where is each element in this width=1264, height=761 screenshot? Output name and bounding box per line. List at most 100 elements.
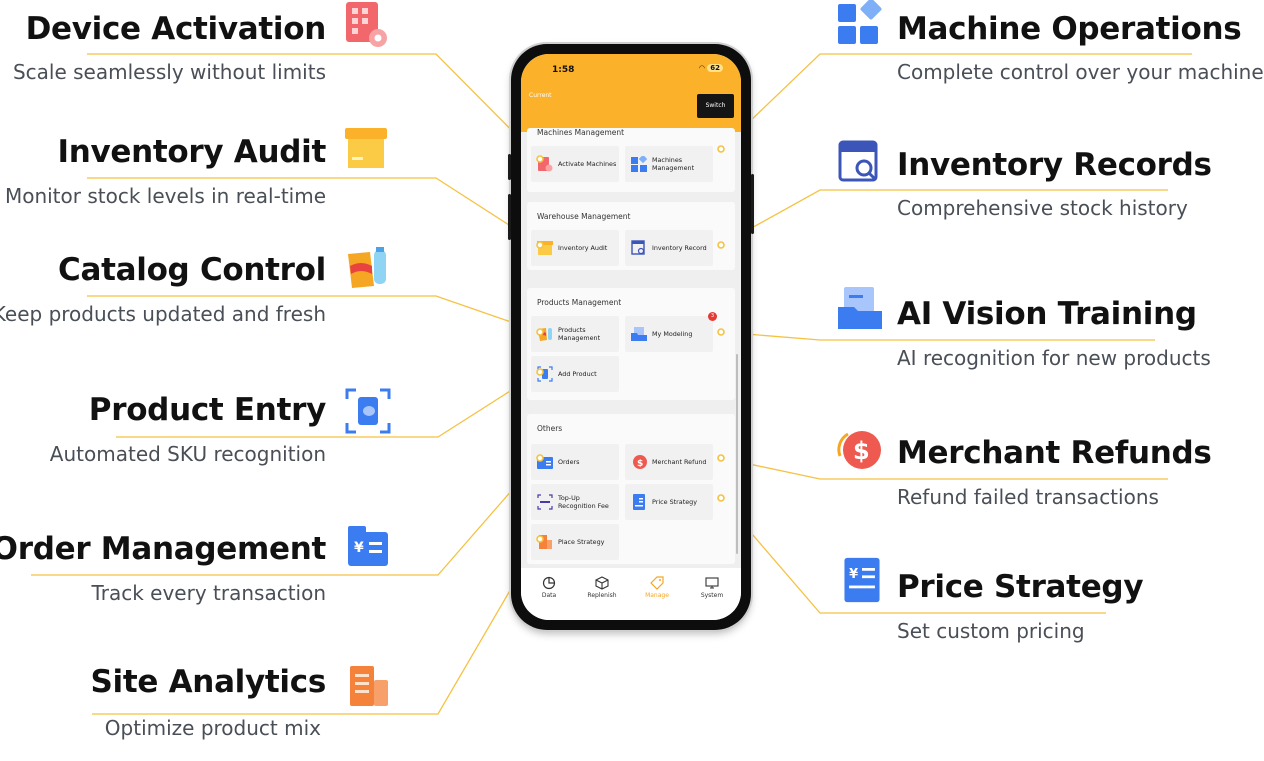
svg-text:¥: ¥ (849, 567, 858, 582)
menu-item-merchant-refund[interactable]: $ Merchant Refund (625, 444, 713, 480)
callout-title: Order Management (0, 531, 326, 567)
menu-item-products-management[interactable]: Products Management (531, 316, 619, 352)
wifi-icon: ◠ (698, 64, 706, 72)
callout-title: Merchant Refunds (897, 435, 1212, 471)
phone-mockup: 1:58 ◠ 62 Current Switch Machines Manage… (508, 44, 754, 630)
callout-subtitle: Comprehensive stock history (897, 196, 1188, 220)
scrollbar[interactable] (736, 354, 738, 554)
snacks-icon (348, 247, 386, 288)
menu-item-orders[interactable]: Orders (531, 444, 619, 480)
menu-item-label: Inventory Record (652, 244, 707, 252)
menu-item-add-product[interactable]: Add Product (531, 356, 619, 392)
tab-data[interactable]: Data (529, 576, 569, 599)
callout-subtitle: Complete control over your machines (897, 60, 1264, 84)
phone-side-button (751, 174, 754, 234)
callout-title: Device Activation (25, 11, 327, 47)
section-products-management: Products Management Products Management … (527, 288, 735, 400)
tag-icon (650, 576, 664, 590)
phone-side-button (508, 154, 511, 180)
phone-screen: 1:58 ◠ 62 Current Switch Machines Manage… (521, 54, 741, 620)
scan-code-icon (537, 494, 553, 510)
grid-icon (631, 156, 647, 172)
chart-pie-icon (542, 576, 556, 590)
callout-inventory-records: Inventory Records Comprehensive stock hi… (897, 146, 1264, 226)
callout-product-entry: Product Entry Automated SKU recognition (0, 391, 327, 471)
callout-merchant-refunds: Merchant Refunds Refund failed transacti… (897, 434, 1264, 514)
menu-item-label: Machines Management (652, 156, 695, 172)
activation-icon (346, 2, 387, 47)
menu-item-place-strategy[interactable]: Place Strategy (531, 524, 619, 560)
monitor-icon (705, 577, 719, 589)
menu-item-label: Add Product (558, 370, 597, 378)
callout-site-analytics: Site Analytics Optimize product mix (0, 663, 327, 743)
tab-label: Replenish (587, 592, 617, 599)
callout-subtitle: Refund failed transactions (897, 485, 1159, 509)
box-icon (537, 241, 553, 255)
callout-order-management: Order Management Track every transaction (0, 530, 326, 610)
box-icon (345, 128, 387, 168)
activation-icon (538, 157, 553, 172)
svg-text:$: $ (853, 437, 870, 465)
section-title: Machines Management (537, 128, 625, 137)
menu-item-label: Inventory Audit (558, 244, 608, 252)
menu-item-machines-management[interactable]: Machines Management (625, 146, 713, 182)
refund-icon: $ (633, 455, 647, 469)
menu-item-label: Products Management (558, 326, 601, 342)
grid-icon (838, 0, 882, 44)
tab-system[interactable]: System (692, 576, 732, 599)
order-icon (537, 457, 553, 469)
order-icon: ¥ (348, 526, 388, 566)
menu-item-inventory-record[interactable]: Inventory Record (625, 230, 713, 266)
header-bar: 1:58 ◠ 62 Current Switch (521, 54, 741, 132)
callout-title: AI Vision Training (897, 296, 1197, 332)
callout-ai-vision-training: AI Vision Training AI recognition for ne… (897, 295, 1264, 375)
menu-item-label: Merchant Refund (652, 458, 707, 466)
cube-icon (595, 576, 609, 590)
callout-subtitle: Scale seamlessly without limits (12, 60, 326, 84)
folder-icon (631, 327, 647, 341)
record-search-icon (838, 140, 878, 182)
folder-icon (838, 287, 882, 329)
menu-item-label: Orders (558, 458, 580, 466)
menu-item-label: Place Strategy (558, 538, 605, 546)
svg-text:$: $ (637, 459, 643, 469)
price-list-icon: ¥ (844, 557, 880, 603)
callout-title: Catalog Control (58, 252, 326, 288)
callout-inventory-audit: Inventory Audit Monitor stock levels in … (0, 133, 326, 213)
section-machines-management: Machines Management Activate Machines Ma… (527, 128, 735, 192)
snacks-icon (538, 328, 552, 341)
callout-subtitle: Track every transaction (91, 581, 326, 605)
tab-manage[interactable]: Manage (637, 576, 677, 599)
menu-item-label: My Modeling (652, 330, 693, 338)
current-label: Current (529, 92, 552, 99)
callout-title: Price Strategy (897, 569, 1144, 605)
callout-price-strategy: Price Strategy Set custom pricing (897, 568, 1264, 648)
callout-subtitle: Keep products updated and fresh (0, 302, 326, 326)
switch-button[interactable]: Switch (697, 94, 734, 118)
scan-product-icon (537, 366, 553, 382)
callout-title: Site Analytics (90, 664, 327, 700)
callout-machine-operations: Machine Operations Complete control over… (897, 10, 1264, 90)
tab-replenish[interactable]: Replenish (582, 576, 622, 599)
tab-label: Manage (645, 592, 669, 599)
menu-item-price-strategy[interactable]: Price Strategy (625, 484, 713, 520)
menu-item-label: Activate Machines (558, 160, 617, 168)
menu-item-inventory-audit[interactable]: Inventory Audit (531, 230, 619, 266)
phone-side-button (508, 194, 511, 240)
section-others: Others Orders $ Merchant Refund Top-Up R… (527, 414, 735, 564)
menu-item-activate-machines[interactable]: Activate Machines (531, 146, 619, 182)
callout-subtitle: Set custom pricing (897, 619, 1085, 643)
tab-label: Data (541, 592, 557, 599)
building-icon (539, 535, 552, 549)
section-warehouse-management: Warehouse Management Inventory Audit Inv… (527, 202, 735, 270)
callout-device-activation: Device Activation Scale seamlessly witho… (0, 10, 326, 90)
menu-item-top-up-recognition-fee[interactable]: Top-Up Recognition Fee (531, 484, 619, 520)
status-time: 1:58 (552, 65, 575, 75)
section-title: Products Management (537, 298, 622, 307)
menu-item-my-modeling[interactable]: My Modeling 3 (625, 312, 717, 352)
callout-subtitle: Automated SKU recognition (49, 442, 326, 466)
notification-badge: 3 (708, 312, 717, 321)
callout-subtitle: AI recognition for new products (897, 346, 1211, 370)
building-icon (350, 666, 388, 706)
callout-title: Product Entry (88, 392, 327, 428)
